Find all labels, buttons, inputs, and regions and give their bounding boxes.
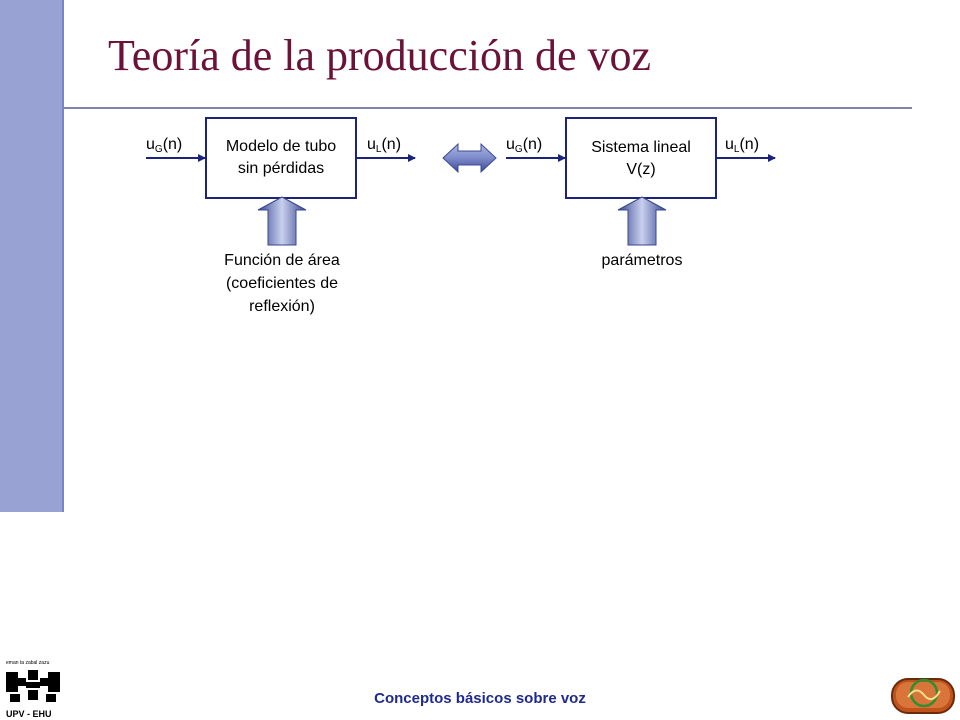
block1-caption-line: Función de área	[224, 252, 340, 269]
slide-footer: Conceptos básicos sobre voz	[374, 690, 586, 707]
block2-caption-line: parámetros	[601, 252, 683, 269]
group-logo-icon	[891, 678, 955, 714]
block1-text-line: Modelo de tubo	[225, 138, 337, 155]
block1-text: Modelo de tubo sin pérdidas	[206, 136, 356, 180]
left-sidebar-bar	[0, 0, 64, 512]
block2-control-arrow	[617, 196, 667, 246]
block1-output-label: uL(n)	[367, 136, 402, 155]
block2-control-caption: parámetros	[562, 249, 722, 272]
slide-title: Teoría de la producción de voz	[108, 31, 652, 80]
upv-ehu-logo: eman ta zabal zazu UPV - EHU	[6, 660, 60, 719]
block1-control-arrow	[257, 196, 307, 246]
block2-text-line: Sistema lineal	[591, 139, 691, 156]
block2-box	[565, 117, 717, 199]
title-underline	[64, 107, 912, 109]
block1-caption-line: reflexión)	[249, 298, 315, 315]
upv-ehu-motto: eman ta zabal zazu	[6, 660, 50, 666]
block1-text-line: sin pérdidas	[237, 160, 325, 177]
block1-control-caption: Función de área (coeficientes de reflexi…	[192, 249, 372, 318]
upv-ehu-emblem-icon	[6, 670, 60, 702]
block2-text-line: V(z)	[626, 161, 656, 178]
block1-input-label: uG(n)	[146, 136, 183, 155]
block2-output-label: uL(n)	[725, 136, 760, 155]
block2-input-label: uG(n)	[506, 136, 543, 155]
block1-caption-line: (coeficientes de	[225, 275, 339, 292]
block2-text: Sistema lineal V(z)	[566, 137, 716, 181]
upv-ehu-name: UPV - EHU	[6, 709, 52, 719]
block1-box	[205, 117, 357, 199]
equivalence-double-arrow	[442, 142, 497, 174]
